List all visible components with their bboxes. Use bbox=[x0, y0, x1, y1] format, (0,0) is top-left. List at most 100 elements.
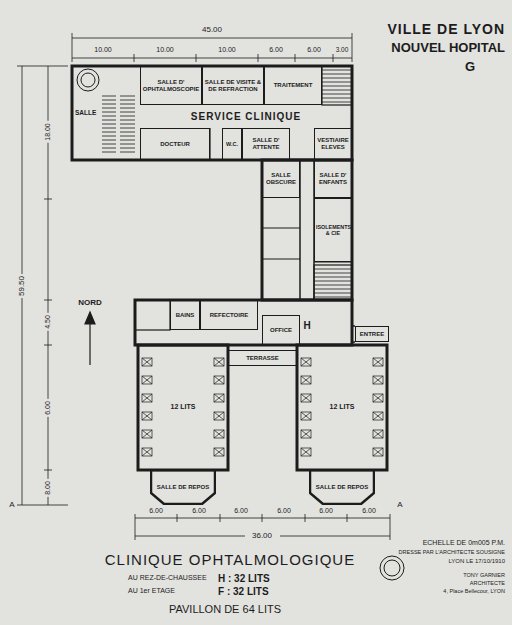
bed-cross bbox=[142, 412, 152, 420]
room-name: SALLE DE VISITE & DE REFRACTION bbox=[204, 79, 262, 93]
floor-note: H : 32 LITS bbox=[218, 573, 270, 584]
stair-step bbox=[314, 297, 352, 298]
dimension: 6.00 bbox=[307, 46, 321, 54]
seat-row bbox=[102, 140, 116, 141]
floor-note: AU 1er ETAGE bbox=[128, 587, 175, 595]
stair-hatching bbox=[314, 66, 352, 300]
room: DOCTEUR bbox=[140, 128, 210, 160]
bed bbox=[142, 430, 152, 438]
room: BAINS bbox=[170, 300, 200, 330]
bed-cross bbox=[214, 448, 224, 456]
seat-row bbox=[120, 96, 135, 97]
seat-row bbox=[102, 108, 116, 109]
seat-row bbox=[102, 136, 116, 137]
room-name: REFECTOIRE bbox=[210, 312, 249, 319]
north-label: NORD bbox=[78, 299, 102, 308]
seat-row bbox=[102, 112, 116, 113]
dimension: 6.00 bbox=[44, 399, 52, 417]
stair-step bbox=[322, 82, 352, 83]
room: OFFICE bbox=[262, 315, 300, 345]
bed-cross bbox=[301, 376, 311, 384]
room: ISOLEMENTS & CIE bbox=[314, 198, 352, 262]
dimension: 6.00 bbox=[277, 507, 291, 515]
seat-row bbox=[120, 144, 135, 145]
stair-step bbox=[322, 102, 352, 103]
bed-cross bbox=[301, 412, 311, 420]
seat-row bbox=[102, 148, 116, 149]
bed bbox=[301, 394, 311, 402]
stair-step bbox=[314, 273, 352, 274]
stair-step bbox=[314, 269, 352, 270]
room-name: W.C. bbox=[226, 141, 238, 147]
seat-row bbox=[102, 128, 116, 129]
bed bbox=[142, 376, 152, 384]
stair-step bbox=[322, 86, 352, 87]
staircase bbox=[322, 66, 352, 105]
bed-cross bbox=[142, 376, 152, 384]
room: SALLE D' ENFANTS bbox=[314, 160, 352, 198]
room: 12 LITS bbox=[138, 345, 228, 470]
sheet-letter: G bbox=[465, 60, 475, 74]
bed bbox=[301, 448, 311, 456]
bed-cross bbox=[214, 376, 224, 384]
room-name: 12 LITS bbox=[330, 403, 355, 411]
dimension: 6.00 bbox=[269, 46, 283, 54]
seat-row bbox=[120, 136, 135, 137]
stair-step bbox=[322, 78, 352, 79]
stair-step bbox=[314, 289, 352, 290]
dimension: 6.00 bbox=[149, 507, 163, 515]
north-arrow bbox=[85, 312, 95, 365]
floor-note: F : 32 LITS bbox=[218, 586, 269, 597]
room: SALLE DE VISITE & DE REFRACTION bbox=[202, 66, 264, 105]
subtitle: NOUVEL HOPITAL bbox=[391, 41, 505, 55]
bed-cross bbox=[142, 358, 152, 366]
stair-step bbox=[322, 74, 352, 75]
stair-step bbox=[314, 285, 352, 286]
bed-cross bbox=[301, 430, 311, 438]
bed-cross bbox=[301, 448, 311, 456]
bed-cross bbox=[373, 412, 383, 420]
bed-cross bbox=[373, 448, 383, 456]
seat-row bbox=[102, 96, 116, 97]
dimension: 18.00 bbox=[44, 121, 52, 143]
stair-step bbox=[322, 70, 352, 71]
floor-note: AU REZ-DE-CHAUSSEE bbox=[128, 574, 207, 582]
room-name: ISOLEMENTS & CIE bbox=[316, 224, 350, 236]
staircase bbox=[314, 265, 352, 300]
title: VILLE DE LYON bbox=[387, 22, 505, 37]
stair-step bbox=[322, 90, 352, 91]
room-name: BAINS bbox=[176, 312, 195, 319]
bed-cross bbox=[214, 412, 224, 420]
apse-room: SALLE DE REPOS bbox=[150, 470, 216, 505]
scale-note: ECHELLE DE 0m005 P.M. bbox=[423, 539, 505, 547]
seat-row bbox=[102, 100, 116, 101]
room-name: SALLE DE REPOS bbox=[316, 484, 368, 491]
room-name: SALLE OBSCURE bbox=[264, 172, 298, 186]
seat-row bbox=[120, 128, 135, 129]
seat-row bbox=[120, 152, 135, 153]
seat-row bbox=[120, 148, 135, 149]
stair-step bbox=[322, 94, 352, 95]
signature: 4, Place Bellecour, LYON bbox=[443, 588, 505, 594]
bed-cross bbox=[301, 394, 311, 402]
dimension: 6.00 bbox=[192, 507, 206, 515]
room: TERRASSE bbox=[228, 350, 297, 366]
seat-row bbox=[120, 124, 135, 125]
bed bbox=[214, 376, 224, 384]
stamps bbox=[77, 69, 404, 580]
seat-row bbox=[120, 100, 135, 101]
dimension: 6.00 bbox=[362, 507, 376, 515]
bed bbox=[214, 448, 224, 456]
room: 12 LITS bbox=[297, 345, 387, 470]
dimension: 3.00 bbox=[336, 46, 349, 53]
room-name: SALLE bbox=[75, 109, 96, 116]
dimension: 10.00 bbox=[218, 46, 236, 54]
seat-row bbox=[120, 116, 135, 117]
pavilion-letter: H bbox=[303, 320, 310, 331]
dimension: 36.00 bbox=[250, 532, 274, 541]
seat-row bbox=[102, 152, 116, 153]
bed-cross bbox=[142, 430, 152, 438]
bed bbox=[142, 412, 152, 420]
apse-wall bbox=[151, 470, 215, 504]
